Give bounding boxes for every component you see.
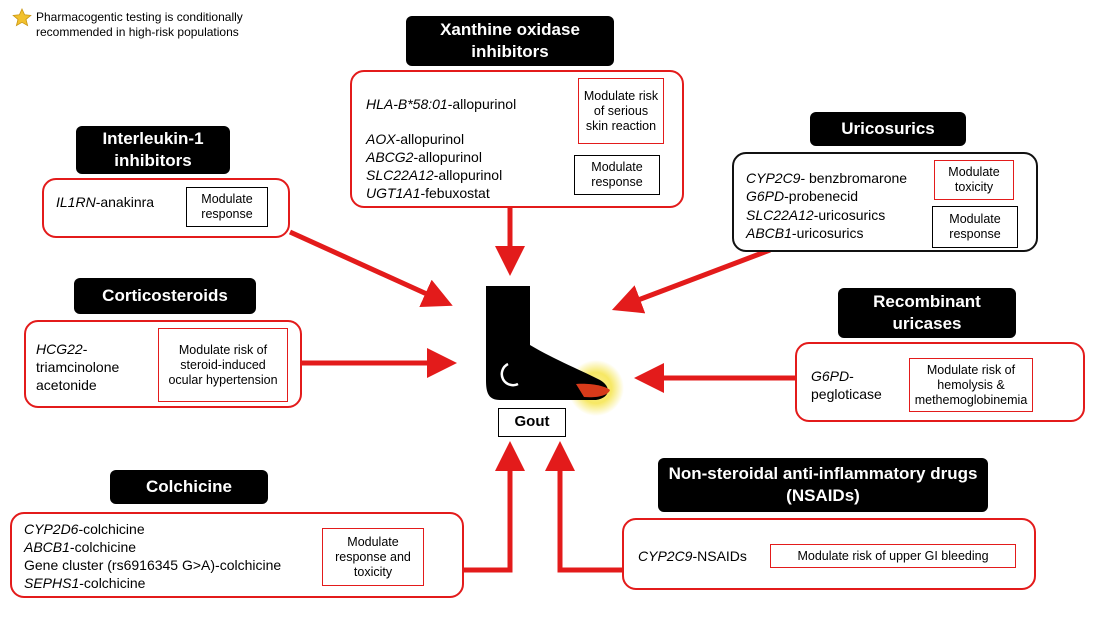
gene-row: CYP2D6-colchicine	[24, 521, 145, 537]
title-uricases: Recombinant uricases	[838, 288, 1016, 338]
title-uricosurics: Uricosurics	[810, 112, 966, 146]
group-uricases: G6PD- pegloticase Modulate risk of hemol…	[795, 342, 1085, 422]
effect-box: Modulate response	[932, 206, 1018, 248]
gene-row: ABCB1-colchicine	[24, 539, 137, 555]
effect-box: Modulate toxicity	[934, 160, 1014, 200]
gene-row: UGT1A1-febuxostat	[366, 185, 490, 201]
effect-box: Modulate risk of upper GI bleeding	[770, 544, 1016, 568]
group-interleukin: IL1RN-anakinra Modulate response	[42, 178, 290, 238]
group-corticosteroids: HCG22- triamcinolone acetonide Modulate …	[24, 320, 302, 408]
gene-row: CYP2C9- benzbromarone	[746, 170, 908, 186]
arrow-interleukin	[288, 229, 453, 308]
gene-row: SLC22A12-uricosurics	[746, 207, 886, 223]
gene-row: G6PD-	[811, 368, 854, 384]
arrow-uricosurics	[611, 247, 771, 314]
star-icon	[12, 8, 32, 27]
effect-box: Modulate risk of serious skin reaction	[578, 78, 664, 144]
gene-row: G6PD-probenecid	[746, 188, 859, 204]
gene-row: ABCB1-uricosurics	[746, 225, 864, 241]
title-xanthine: Xanthine oxidase inhibitors	[406, 16, 614, 66]
group-colchicine: CYP2D6-colchicine ABCB1-colchicine Gene …	[10, 512, 464, 598]
effect-box: Modulate risk of steroid-induced ocular …	[158, 328, 288, 402]
gene-row: pegloticase	[811, 386, 882, 402]
gene-row: AOX-allopurinol	[366, 131, 465, 147]
effect-box: Modulate response	[574, 155, 660, 195]
gene-row: SLC22A12-allopurinol	[366, 167, 503, 183]
group-nsaids: CYP2C9-NSAIDs Modulate risk of upper GI …	[622, 518, 1036, 590]
gene-row: triamcinolone	[36, 359, 120, 375]
arrow-nsaids	[545, 441, 622, 573]
gene-row: IL1RN-anakinra	[56, 194, 155, 210]
foot-icon	[486, 286, 624, 416]
group-xanthine: HLA-B*58:01-allopurinol AOX-allopurinol …	[350, 70, 684, 208]
gene-row: CYP2C9-NSAIDs	[638, 548, 747, 564]
effect-box: Modulate response	[186, 187, 268, 227]
gene-row: SEPHS1-colchicine	[24, 575, 146, 591]
gene-row: Gene cluster (rs6916345 G>A)-colchicine	[24, 557, 282, 573]
title-corticosteroids: Corticosteroids	[74, 278, 256, 314]
arrow-colchicine	[464, 441, 525, 573]
gene-row: acetonide	[36, 377, 97, 393]
gout-label: Gout	[498, 408, 566, 437]
legend-text: Pharmacogentic testing is conditionally …	[36, 10, 243, 39]
title-nsaids: Non-steroidal anti-inflammatory drugs (N…	[658, 458, 988, 512]
effect-box: Modulate response and toxicity	[322, 528, 424, 586]
gene-row: ABCG2-allopurinol	[366, 149, 482, 165]
group-uricosurics: CYP2C9- benzbromarone G6PD-probenecid SL…	[732, 152, 1038, 252]
effect-box: Modulate risk of hemolysis & methemoglob…	[909, 358, 1033, 412]
title-interleukin: Interleukin-1 inhibitors	[76, 126, 230, 174]
gene-row: HCG22-	[36, 341, 88, 357]
gene-row: HLA-B*58:01-allopurinol	[366, 96, 517, 112]
title-colchicine: Colchicine	[110, 470, 268, 504]
